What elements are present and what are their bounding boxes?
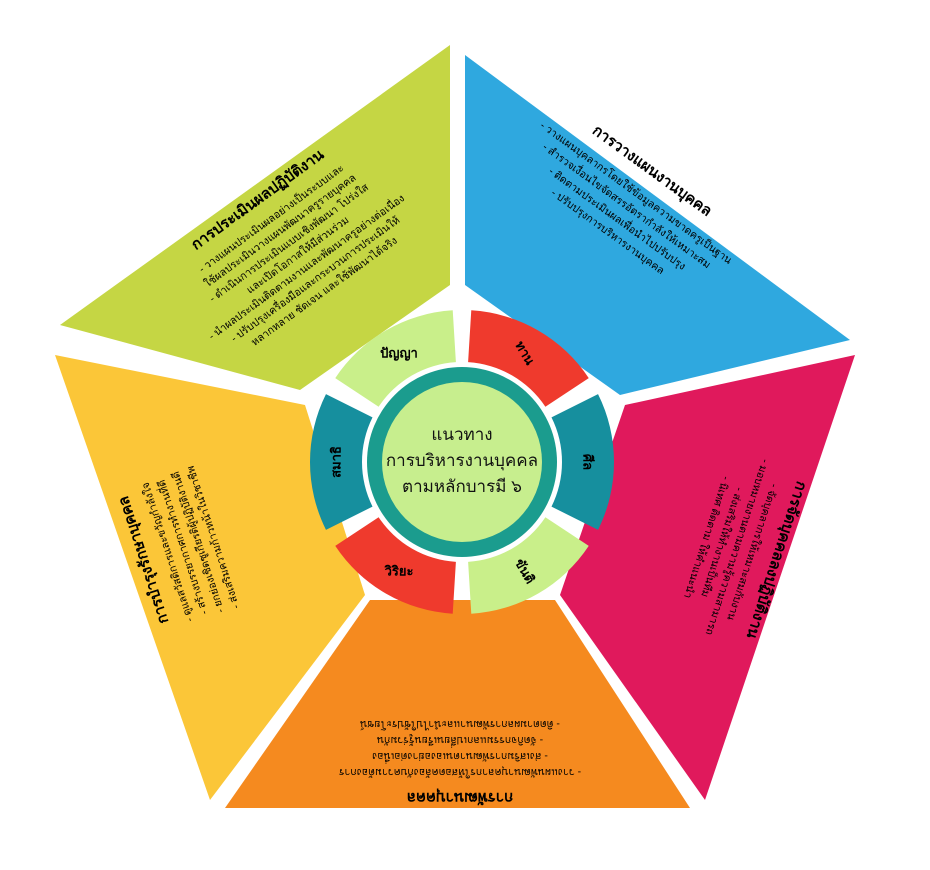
ring-segment-samadhi: สมาธิ [309,394,373,530]
panel-title: การพัฒนาบุคคล [407,788,513,806]
ring-segment-label: ปัญญา [380,345,418,361]
ring-segment-label: วิริยะ [384,564,414,579]
panel-bg [225,600,690,808]
ring-segment-label: ศีล [581,454,596,470]
ring-segment-shape [309,394,373,530]
panel-staff-assignment: การจัดบุคคลลงปฏิบัติงาน - จัดบุคลากรให้เ… [560,355,855,800]
ring-segment-shape [335,310,456,407]
ring-segment-shape [468,517,589,614]
center-title-line-3: ตามหลักบารมี ๖ [402,477,522,496]
ring-segment-khanti: ขันติ [468,517,589,614]
ring-segment-viriya: วิริยะ [335,517,456,614]
panel-bg [465,55,850,395]
ring-segment-panna: ปัญญา [335,310,456,407]
ring-segment-sila: ศีล [551,394,615,530]
ring-segment-dana: ทาน [468,310,589,407]
ring-segment-shape [551,394,615,530]
panel-bg [55,355,365,800]
center-title-line-1: แนวทาง [431,425,492,444]
panel-personnel-planning: การวางแผนงานบุคคล - วางแผนบุคลากรโดยใช้ข… [465,55,850,395]
ring-segment-shape [468,310,589,407]
panel-bullet: - จัดกิจกรรมแลกเปลี่ยนเรียนรู้ร่วมกัน [377,734,543,748]
center-hub: แนวทาง การบริหารงานบุคคล ตามหลักบารมี ๖ [367,367,557,557]
panel-personnel-development: การพัฒนาบุคคล - วางแผนพัฒนาบุคลากรให้สอด… [225,600,690,808]
panel-bullet: - ติดตามผลการพัฒนาและนำไปใช้ประโยชน์ [360,718,560,731]
panel-bg [60,45,450,390]
ring-segment-label: สมาธิ [329,446,344,478]
panel-bg [560,355,855,800]
center-title-line-2: การบริหารงานบุคคล [386,451,538,471]
panel-bullet: - ส่งเสริมการพัฒนาตนเองอย่างต่อเนื่อง [372,750,548,764]
center-inner-circle [382,382,542,542]
ring-segment-shape [335,517,456,614]
panel-bullet: - วางแผนพัฒนาบุคลากรให้สอดคล้องกับความต้… [338,766,581,779]
panel-performance-evaluation: การประเมินผลปฏิบัติงาน - วางแผนประเมินผล… [60,45,450,390]
